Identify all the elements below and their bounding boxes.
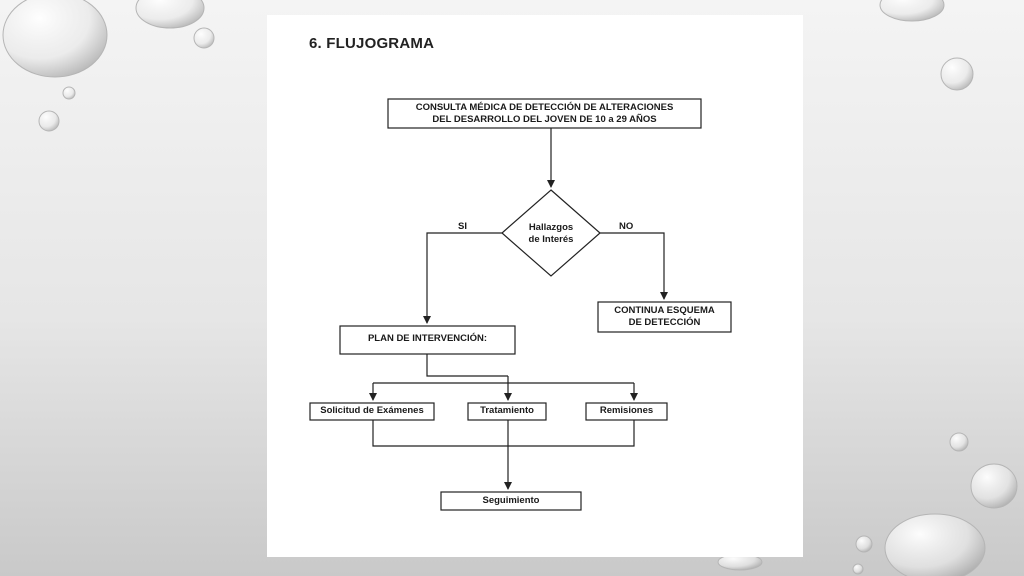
- water-drop: [2, 0, 108, 78]
- connector-plan-to-split: [426, 354, 508, 377]
- intervention-plan-box: [339, 325, 516, 355]
- water-drop: [879, 0, 945, 22]
- continue-detection-label: CONTINUA ESQUEMA DE DETECCIÓN: [598, 305, 731, 329]
- continue-detection-box: [597, 301, 732, 333]
- water-drop: [884, 513, 986, 576]
- connector-yes-branch: [423, 232, 502, 324]
- water-drop: [38, 110, 60, 132]
- treatment-box: [467, 402, 547, 421]
- intervention-plan-label: PLAN DE INTERVENCIÓN:: [367, 333, 488, 344]
- decision-label-line1: Hallazgos: [528, 222, 574, 233]
- followup-label: Seguimiento: [482, 495, 540, 506]
- water-drop: [855, 535, 873, 553]
- water-drop: [193, 27, 215, 49]
- water-drop: [62, 86, 76, 100]
- start-box: [387, 98, 702, 129]
- continue-label-line1: CONTINUA ESQUEMA: [614, 305, 715, 316]
- no-branch-label: NO: [619, 221, 634, 232]
- referrals-box: [585, 402, 668, 421]
- water-drop: [949, 432, 969, 452]
- section-title: 6. FLUJOGRAMA: [309, 35, 435, 52]
- connector-no-branch: [600, 232, 668, 300]
- water-drop: [970, 463, 1018, 509]
- water-drop: [852, 563, 864, 575]
- yes-branch-label: SI: [458, 221, 467, 232]
- followup-box: [440, 491, 582, 511]
- decision-diamond: [501, 189, 601, 277]
- flowchart: [309, 98, 732, 511]
- water-drop: [135, 0, 205, 29]
- exams-box: [309, 402, 435, 421]
- connector-merge: [372, 420, 635, 447]
- start-label-line1: CONSULTA MÉDICA DE DETECCIÓN DE ALTERACI…: [415, 102, 674, 113]
- continue-label-line2: DE DETECCIÓN: [628, 317, 701, 328]
- start-box-label: CONSULTA MÉDICA DE DETECCIÓN DE ALTERACI…: [388, 102, 701, 126]
- decision-label-line2: de Interés: [528, 234, 574, 245]
- decision-label: Hallazgos de Interés: [511, 222, 591, 246]
- treatment-label: Tratamiento: [480, 405, 534, 416]
- water-drop: [940, 57, 974, 91]
- referrals-label: Remisiones: [599, 405, 654, 416]
- start-label-line2: DEL DESARROLLO DEL JOVEN DE 10 a 29 AÑOS: [432, 114, 657, 125]
- document-page: 6. FLUJOGRAMA: [267, 15, 803, 557]
- exams-label: Solicitud de Exámenes: [320, 405, 424, 416]
